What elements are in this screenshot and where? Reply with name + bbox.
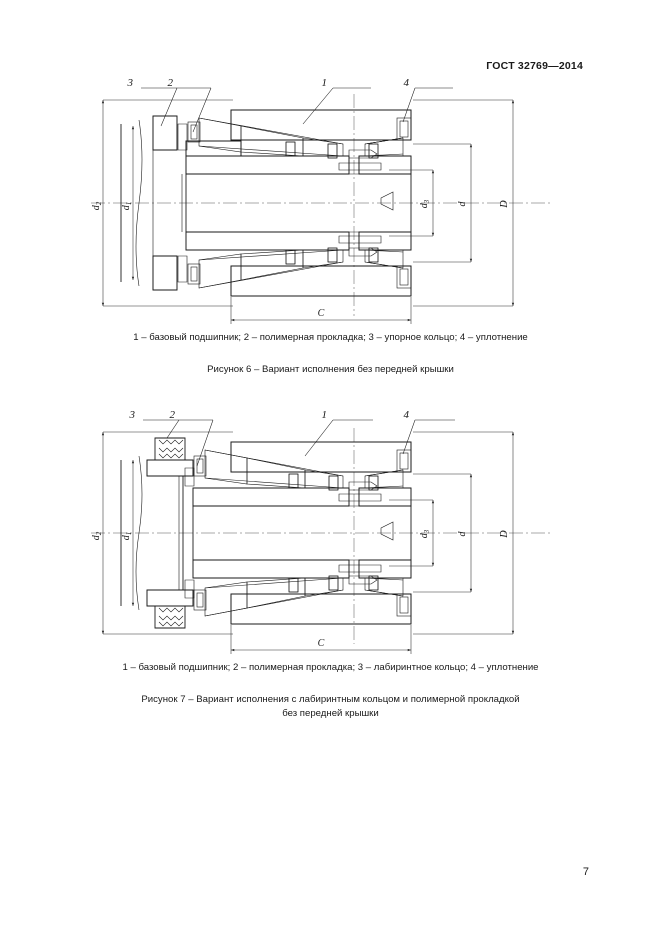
- fig7-dim-D: D: [499, 530, 510, 539]
- figure-6-legend: 1 – базовый подшипник; 2 – полимерная пр…: [133, 332, 528, 343]
- fig7-callout-3: 3: [128, 409, 135, 421]
- figure-6-block: d2 d1 d3 d D C: [0, 78, 661, 377]
- fig6-callout-1: 1: [321, 78, 327, 89]
- document-header: ГОСТ 32769—2014: [486, 60, 583, 72]
- figure-7-title-line2: без передней крышки: [282, 707, 379, 719]
- figure-7-title: Рисунок 7 – Вариант исполнения с лабирин…: [0, 693, 661, 721]
- figure-7-drawing: d2 d1 d3 d D C 3: [90, 409, 551, 654]
- fig6-dim-d1: d1: [121, 202, 133, 211]
- fig6-dim-d: d: [457, 201, 468, 207]
- fig7-dim-C: C: [317, 638, 324, 649]
- fig7-dim-d3: d3: [419, 529, 431, 538]
- figure-6-drawing: d2 d1 d3 d D C: [90, 78, 551, 324]
- fig6-callout-4: 4: [403, 78, 409, 89]
- fig6-callout-3: 3: [126, 78, 133, 89]
- figure-7-legend: 1 – базовый подшипник; 2 – полимерная пр…: [122, 662, 539, 673]
- fig6-callout-2: 2: [167, 78, 173, 89]
- fig6-dim-D: D: [499, 200, 510, 209]
- fig6-dim-d2: d2: [91, 201, 103, 210]
- figure-6-title-line1: Рисунок 6 – Вариант исполнения без перед…: [207, 364, 454, 375]
- fig6-dim-d3: d3: [419, 199, 431, 208]
- figure-6-title: Рисунок 6 – Вариант исполнения без перед…: [0, 363, 661, 377]
- fig7-dim-d1: d1: [121, 532, 133, 541]
- fig7-callout-1: 1: [321, 409, 327, 421]
- page-number: 7: [582, 866, 589, 878]
- figure-7-title-line1: Рисунок 7 – Вариант исполнения с лабирин…: [141, 694, 520, 705]
- fig7-callout-4: 4: [403, 409, 409, 421]
- fig7-dim-d: d: [457, 531, 468, 537]
- figure-7-block: d2 d1 d3 d D C 3: [0, 408, 661, 721]
- fig6-dim-C: C: [317, 308, 324, 319]
- fig7-dim-d2: d2: [91, 531, 103, 540]
- fig7-callout-2: 2: [169, 409, 175, 421]
